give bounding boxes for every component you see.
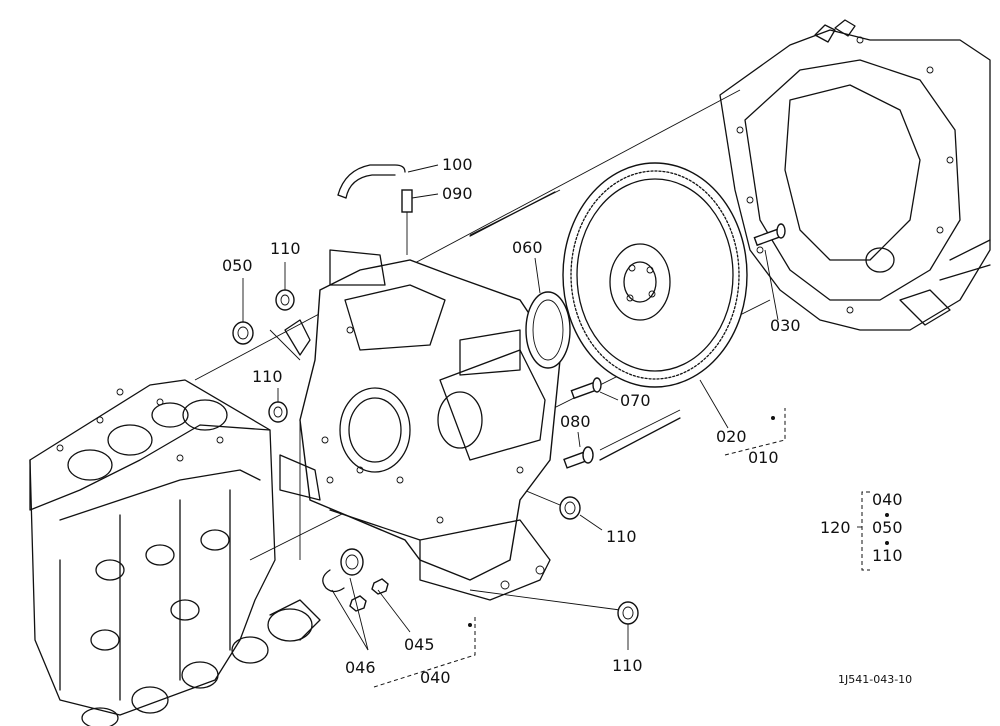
group-item-label: 040 bbox=[872, 490, 903, 509]
flywheel-housing bbox=[279, 249, 561, 601]
plug-110-bottom bbox=[617, 601, 639, 625]
part-label-070: 070 bbox=[620, 391, 651, 410]
group-item-label: 050 bbox=[872, 518, 903, 537]
engine-block bbox=[29, 379, 276, 716]
part-label-110: 110 bbox=[252, 367, 283, 386]
part-label-060: 060 bbox=[512, 238, 543, 257]
leader-lines bbox=[242, 164, 779, 651]
part-label-046: 046 bbox=[345, 658, 376, 677]
group-brackets bbox=[373, 408, 870, 688]
nut bbox=[349, 578, 389, 612]
plug-050 bbox=[232, 321, 254, 345]
group-label-main: 120 bbox=[820, 518, 851, 537]
bolt-030 bbox=[753, 223, 786, 247]
part-label-010: 010 bbox=[748, 448, 779, 467]
part-label-020: 020 bbox=[716, 427, 747, 446]
crankshaft bbox=[81, 599, 321, 726]
plug-110-right bbox=[559, 496, 581, 520]
bolt-070 bbox=[570, 377, 602, 400]
part-label-045: 045 bbox=[404, 635, 435, 654]
part-label-040: 040 bbox=[420, 668, 451, 687]
plug-110-upper bbox=[275, 289, 295, 311]
transmission-housing bbox=[719, 19, 991, 331]
part-label-110: 110 bbox=[270, 239, 301, 258]
part-label-030: 030 bbox=[770, 316, 801, 335]
bolt-080 bbox=[563, 446, 594, 469]
drawing-code: 1J541-043-10 bbox=[838, 673, 912, 686]
plug-110-left bbox=[268, 401, 288, 423]
flywheel bbox=[562, 162, 748, 388]
stud-bolts bbox=[469, 191, 681, 461]
part-label-110: 110 bbox=[606, 527, 637, 546]
part-label-080: 080 bbox=[560, 412, 591, 431]
part-label-090: 090 bbox=[442, 184, 473, 203]
hose-nipple bbox=[401, 189, 413, 255]
group-item-label: 110 bbox=[872, 546, 903, 565]
part-label-100: 100 bbox=[442, 155, 473, 174]
part-label-050: 050 bbox=[222, 256, 253, 275]
oil-seal bbox=[525, 291, 571, 369]
breather-hose bbox=[337, 164, 406, 199]
part-label-110: 110 bbox=[612, 656, 643, 675]
rear-seal bbox=[340, 548, 364, 576]
circlip bbox=[322, 569, 345, 593]
